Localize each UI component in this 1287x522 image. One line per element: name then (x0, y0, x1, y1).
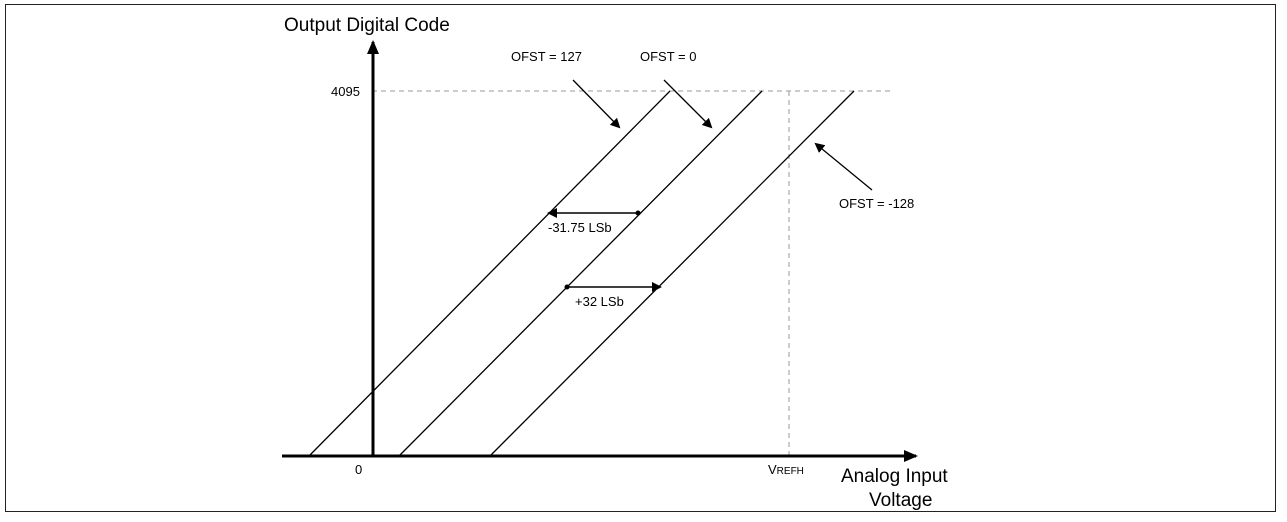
pointer-arrow-ofst-127 (572, 79, 621, 129)
y-axis-title: Output Digital Code (284, 15, 450, 36)
curve-label-ofst-0: OFST = 0 (640, 49, 696, 64)
curve-label-ofst-neg128: OFST = -128 (839, 196, 914, 211)
pointer-arrow-ofst-0 (663, 79, 713, 129)
y-tick-max-label: 4095 (331, 84, 360, 99)
transfer-line-ofst-neg128 (489, 90, 855, 457)
x-tick-vrefh-label: VREFH (768, 462, 804, 477)
vrefh-main: V (768, 462, 777, 477)
x-tick-zero-label: 0 (355, 462, 362, 477)
transfer-line-ofst-0 (398, 90, 763, 457)
transfer-line-ofst-127 (308, 90, 671, 457)
curve-label-ofst-127: OFST = 127 (511, 49, 582, 64)
x-axis-title-line2: Voltage (869, 490, 932, 511)
diagram-frame (5, 4, 1276, 512)
x-axis-title-line1: Analog Input (841, 466, 948, 487)
right-shift-label: +32 LSb (575, 294, 624, 309)
pointer-arrow-ofst-neg128 (814, 142, 873, 191)
left-shift-label: -31.75 LSb (548, 220, 612, 235)
vrefh-sub: REFH (777, 466, 804, 477)
